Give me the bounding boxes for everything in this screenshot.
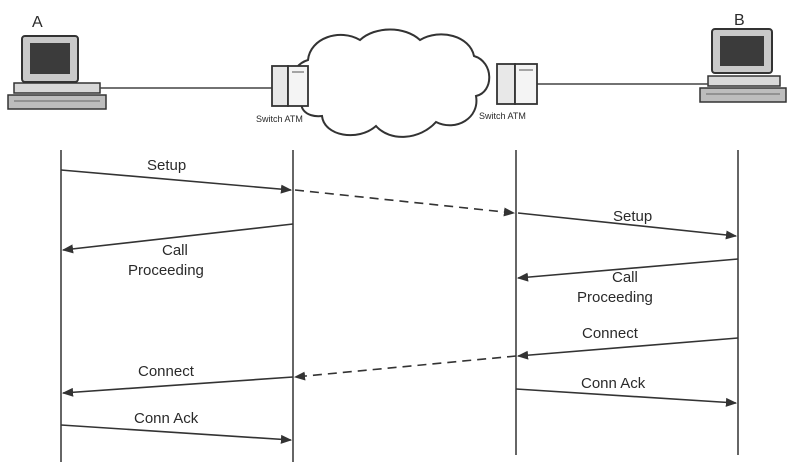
arrow-conn-ack-a-to-switch [61,425,291,440]
msg-connect-b: Connect [582,325,639,342]
computer-b-icon [700,29,786,102]
msg-call-proc-a-line2: Proceeding [128,262,204,279]
atm-switch-1-icon [272,66,308,106]
node-b-label: B [734,12,745,29]
switch-1-label: Switch ATM [256,114,303,124]
network-cloud-icon [293,30,490,137]
arrow-setup-network [295,190,514,213]
arrow-connect-network [295,356,516,377]
computer-a-icon [8,36,106,109]
msg-setup-b: Setup [613,208,652,225]
msg-call-proc-a-line1: Call [162,242,188,259]
node-a-label: A [32,14,43,31]
switch-2-label: Switch ATM [479,111,526,121]
msg-setup-a: Setup [147,157,186,174]
msg-call-proc-b-line1: Call [612,269,638,286]
atm-switch-2-icon [497,64,537,104]
msg-conn-ack-b: Conn Ack [581,375,646,392]
msg-conn-ack-a: Conn Ack [134,410,199,427]
msg-connect-a: Connect [138,363,195,380]
msg-call-proc-b-line2: Proceeding [577,289,653,306]
